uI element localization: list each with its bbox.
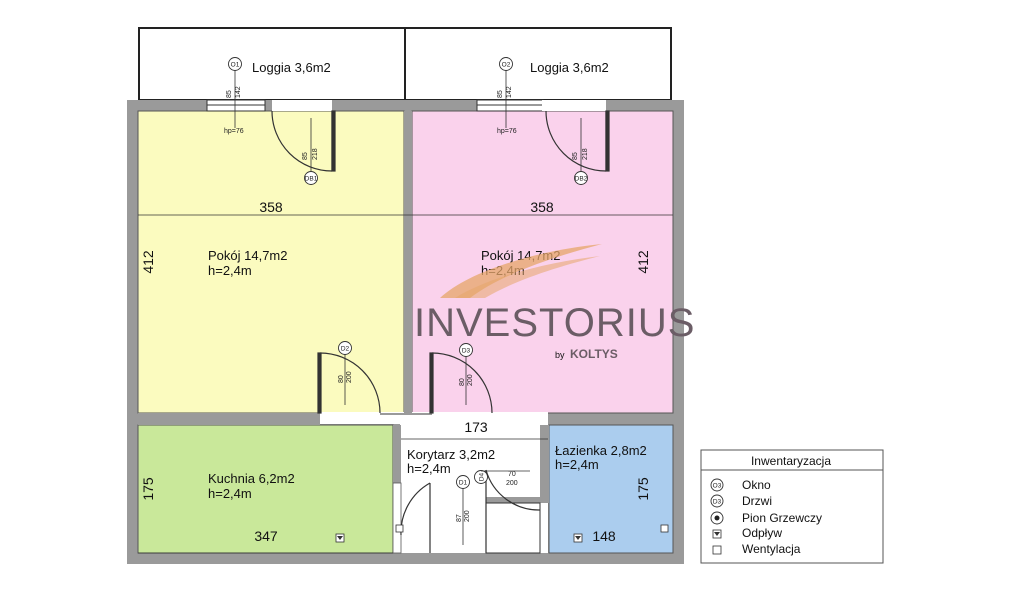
room1-name: Pokój 14,7m2 <box>208 248 288 263</box>
door-d1-dim-a: 87 <box>456 514 463 522</box>
bathroom-fill <box>548 424 674 554</box>
watermark-brand: INVESTORIUS <box>414 301 695 345</box>
room2-sill-height: hp=76 <box>497 128 517 135</box>
loggia-2-label: Loggia 3,6m2 <box>530 60 609 75</box>
ventilation-icon <box>660 524 669 533</box>
kitchen-width: 347 <box>254 528 278 544</box>
door-d2-dim-b: 200 <box>346 371 353 383</box>
corridor-height: h=2,4m <box>407 461 451 476</box>
kitchen-name: Kuchnia 6,2m2 <box>208 471 295 486</box>
drain-icon <box>573 533 583 543</box>
door-d1-dim-b: 200 <box>464 510 471 522</box>
room2-width: 358 <box>530 199 554 215</box>
door-d3-dim-a: 80 <box>459 378 466 386</box>
window-o1-label: O1 <box>231 62 240 69</box>
room1-sill-height: hp=76 <box>224 128 244 135</box>
room2-door-dim-b: 218 <box>582 148 589 160</box>
bathroom-depth: 175 <box>635 477 651 501</box>
legend-title: Inwentaryzacja <box>751 454 831 468</box>
room1-width: 358 <box>259 199 283 215</box>
inner-walls <box>138 111 549 503</box>
window-o2-dim-a: 85 <box>497 90 504 98</box>
room1-door-dim-b: 218 <box>312 148 319 160</box>
room1-height: h=2,4m <box>208 263 252 278</box>
door-db2-label: DB2 <box>575 176 588 183</box>
kitchen-height: h=2,4m <box>208 486 252 501</box>
window-o2-label: O2 <box>502 62 511 69</box>
dimension-lines <box>138 214 673 554</box>
bathroom-name: Łazienka 2,8m2 <box>555 443 647 458</box>
door-d2-dim-a: 80 <box>338 375 345 383</box>
kitchen-bottom-strip <box>392 482 402 554</box>
drain-icon <box>712 529 722 539</box>
ventilation-icon <box>712 545 722 555</box>
door-d3-label: D3 <box>462 348 471 355</box>
legend-heating-label: Pion Grzewczy <box>742 511 822 525</box>
legend-ventilation-label: Wentylacja <box>742 542 801 556</box>
ventilation-icon <box>395 524 404 533</box>
window-o1-dim-b: 142 <box>235 86 242 98</box>
bath-shaft <box>485 502 541 554</box>
corridor-name: Korytarz 3,2m2 <box>407 447 495 462</box>
symbol-lines <box>234 70 582 545</box>
door-d4-label: D4 <box>479 472 486 481</box>
room2-depth: 412 <box>635 250 651 274</box>
door-d3-dim-b: 200 <box>467 374 474 386</box>
room2-door-dim-a: 85 <box>572 152 579 160</box>
windows <box>206 99 606 112</box>
door-db1-label: DB1 <box>305 176 318 183</box>
symbol-circles <box>228 57 588 489</box>
door-d2-label: D2 <box>341 346 350 353</box>
kitchen-depth: 175 <box>140 477 156 501</box>
door-d4-dim-b: 200 <box>506 480 518 487</box>
legend-door-symbol: D3 <box>713 499 722 506</box>
door-d4-dim-a: 70 <box>508 471 516 478</box>
room1-door-dim-a: 85 <box>302 152 309 160</box>
watermark-logo: INVESTORIUS by KOLTYS <box>414 244 695 361</box>
kitchen-fill <box>137 424 394 554</box>
balcony-doors <box>271 110 610 172</box>
heating-riser-icon <box>710 511 724 525</box>
interior-doors <box>317 352 541 553</box>
room1-depth: 412 <box>140 250 156 274</box>
legend-drain-label: Odpływ <box>742 526 782 540</box>
door-d1-label: D1 <box>459 480 468 487</box>
watermark-sub: KOLTYS <box>570 347 618 361</box>
drain-icon <box>335 533 345 543</box>
loggia-1-label: Loggia 3,6m2 <box>252 60 331 75</box>
corridor-width: 173 <box>464 419 488 435</box>
window-o2-dim-b: 142 <box>506 86 513 98</box>
window-o1-dim-a: 85 <box>226 90 233 98</box>
legend-window-symbol: O3 <box>713 483 722 490</box>
room-1-fill <box>137 110 405 414</box>
bathroom-height: h=2,4m <box>555 457 599 472</box>
legend-door-label: Drzwi <box>742 494 772 508</box>
corridor-top-fill <box>320 412 548 424</box>
legend: Inwentaryzacja O3 Okno D3 Drzwi Pion Grz… <box>700 449 884 564</box>
legend-window-label: Okno <box>742 478 771 492</box>
watermark-by: by <box>555 350 565 360</box>
bathroom-width: 148 <box>592 528 616 544</box>
